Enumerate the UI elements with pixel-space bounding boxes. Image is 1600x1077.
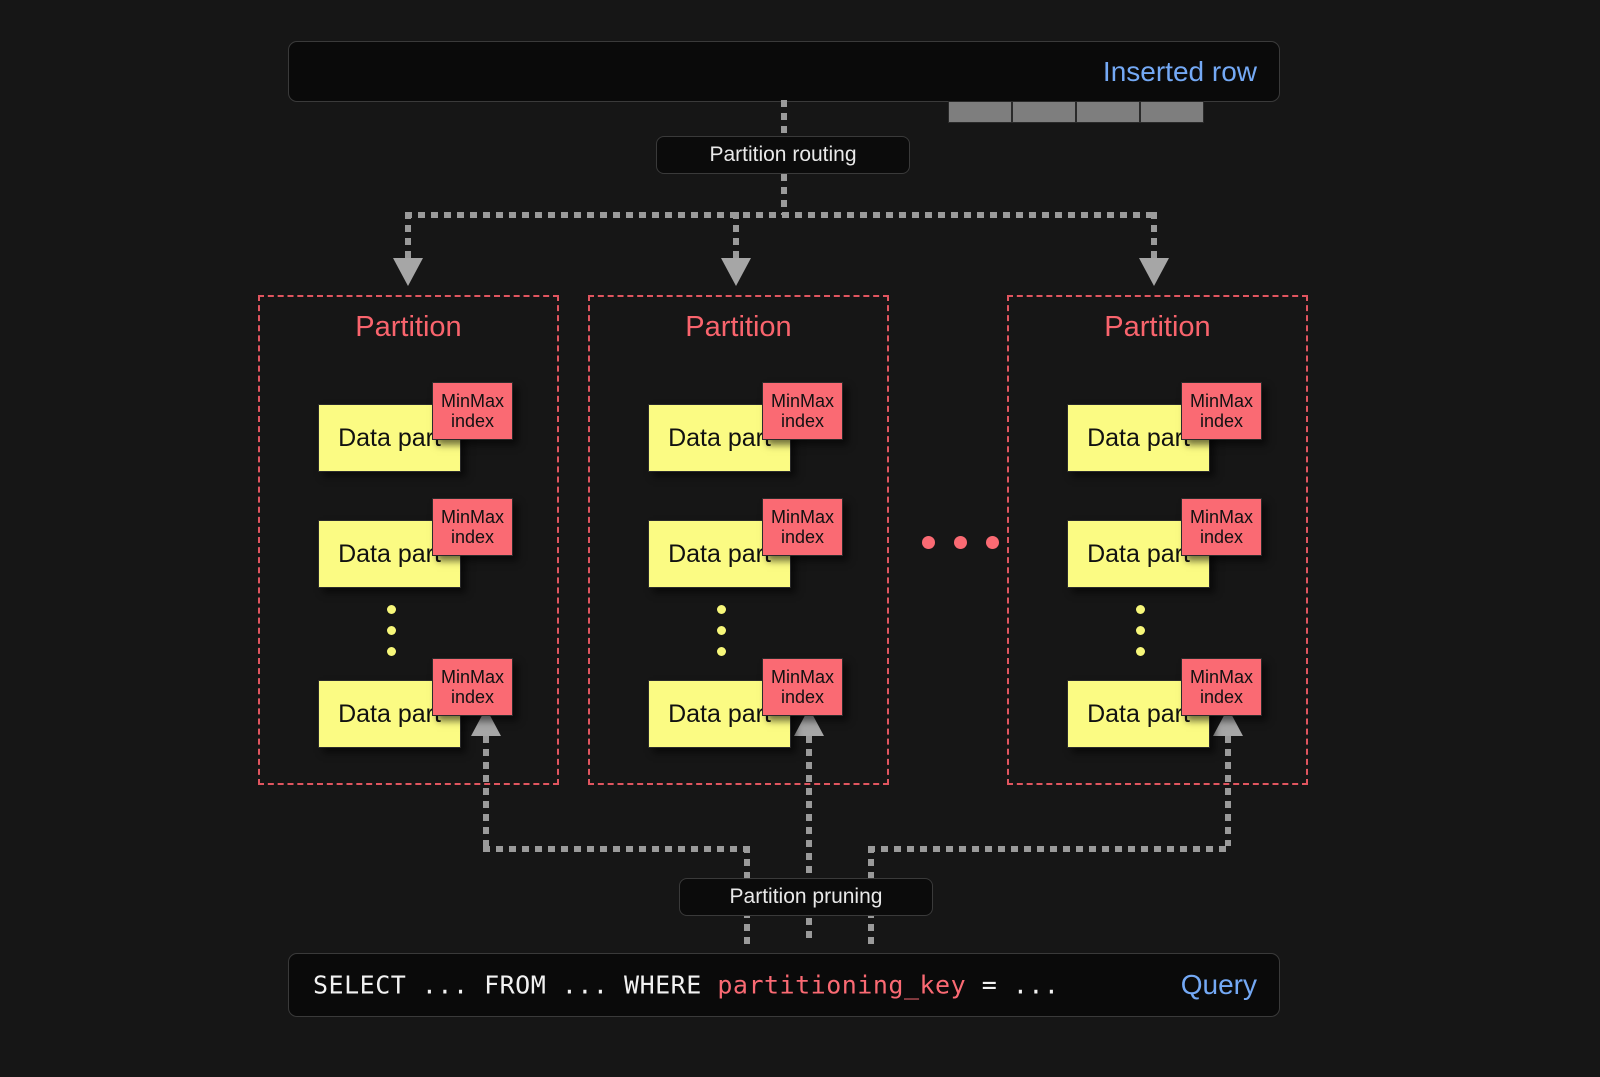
partition-routing-box: Partition routing [656, 136, 910, 174]
connector-partition-1-to-pruning [806, 736, 812, 940]
vertical-ellipsis-dots [1136, 605, 1145, 656]
partition-title: Partition [1104, 311, 1211, 343]
partition-title: Partition [685, 311, 792, 343]
connector-partition-0-to-pruning [483, 736, 489, 846]
query-keyword: partitioning_key [717, 970, 967, 1000]
minmax-index-line1: MinMax [440, 390, 504, 411]
minmax-index-line1: MinMax [770, 666, 834, 687]
minmax-index-line2: index [780, 411, 824, 431]
minmax-index-line1: MinMax [440, 666, 504, 687]
minmax-index-line2: index [1199, 687, 1243, 707]
connector-bus-to-partition-1 [733, 212, 739, 260]
vertical-ellipsis-dots [387, 605, 396, 656]
connector-pruning-bus-right [868, 846, 1231, 852]
arrow-down-icon [393, 258, 423, 286]
connector-bus-to-partition-2 [1151, 212, 1157, 260]
row-cell [1140, 101, 1204, 123]
inserted-row-label: Inserted row [1102, 55, 1257, 87]
minmax-index-line2: index [450, 687, 494, 707]
minmax-index-line1: MinMax [770, 390, 834, 411]
connector-partition-2-to-pruning [1225, 736, 1231, 846]
query-label: Query [1180, 969, 1257, 1000]
minmax-index-line1: MinMax [440, 506, 504, 527]
between-partitions-ellipsis-dots [922, 536, 999, 549]
row-cell [1012, 101, 1076, 123]
connector-bus-to-partition-0 [405, 212, 411, 260]
minmax-index-line2: index [1199, 527, 1243, 547]
row-cell [1076, 101, 1140, 123]
connector-pruning-bus-left [483, 846, 747, 852]
minmax-index-line1: MinMax [1189, 666, 1253, 687]
inserted-row-bar: Inserted row [288, 41, 1280, 123]
arrow-down-icon [1139, 258, 1169, 286]
query-text-after: = ... [966, 970, 1060, 1000]
connector-routing-to-bus [781, 174, 787, 215]
minmax-index-line1: MinMax [1189, 390, 1253, 411]
minmax-index-line2: index [450, 527, 494, 547]
connector-routing-bus [405, 212, 1157, 218]
arrow-down-icon [721, 258, 751, 286]
query-text: SELECT ... FROM ... WHERE partitioning_k… [313, 971, 1059, 1000]
inserted-row-cells [948, 101, 1204, 123]
query-text-before: SELECT ... FROM ... WHERE [313, 970, 718, 1000]
partition-pruning-box: Partition pruning [679, 878, 933, 916]
row-cell [948, 101, 1012, 123]
minmax-index-line2: index [780, 687, 824, 707]
connector-row-to-routing [781, 100, 787, 138]
partition-title: Partition [355, 311, 462, 343]
query-bar: SELECT ... FROM ... WHERE partitioning_k… [288, 953, 1280, 1017]
minmax-index-line2: index [780, 527, 824, 547]
vertical-ellipsis-dots [717, 605, 726, 656]
minmax-index-line1: MinMax [1189, 506, 1253, 527]
minmax-index-line2: index [1199, 411, 1243, 431]
minmax-index-line2: index [450, 411, 494, 431]
minmax-index-line1: MinMax [770, 506, 834, 527]
